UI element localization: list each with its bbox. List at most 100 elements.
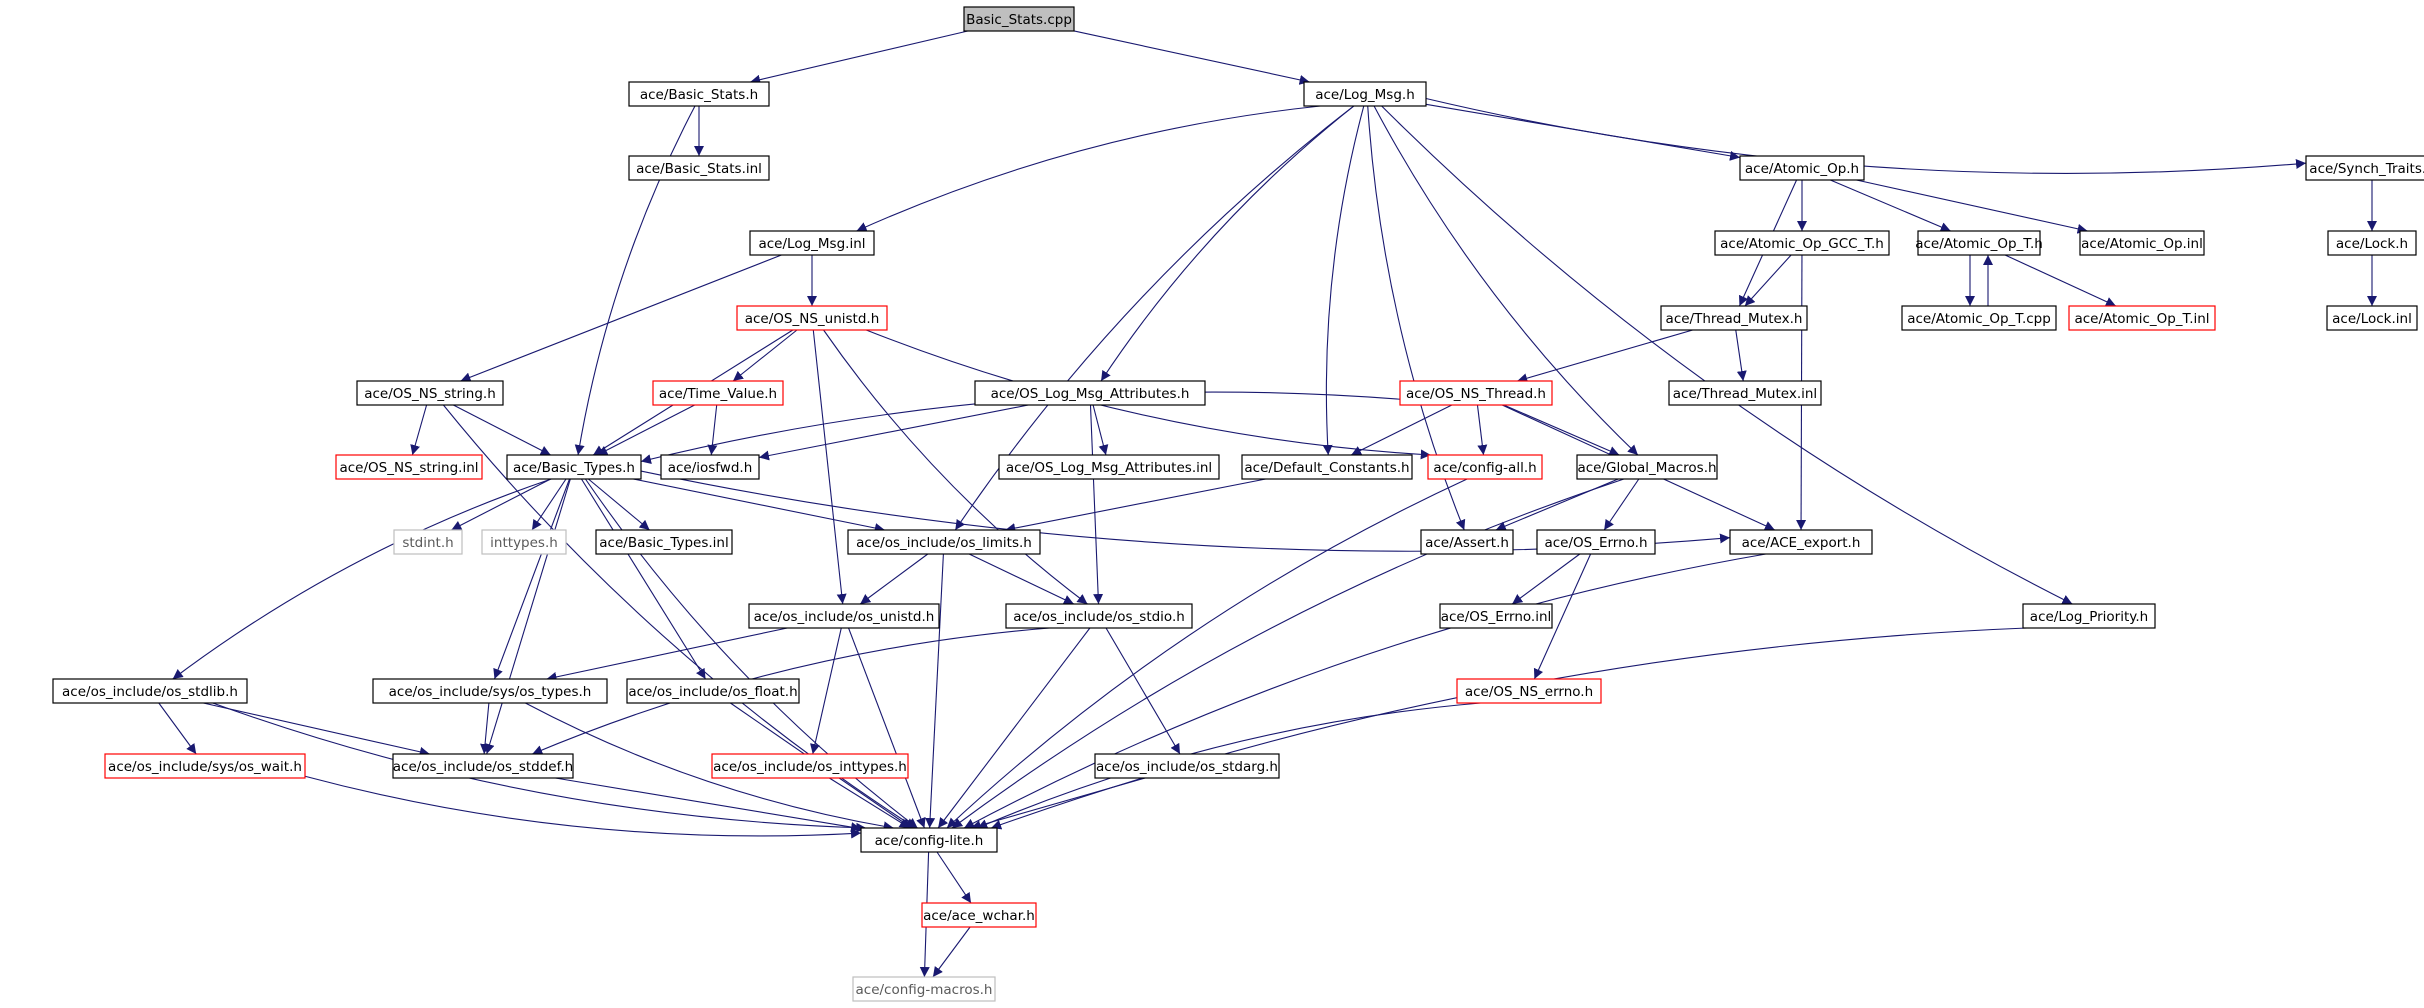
dependency-edge-ace-log-msg-h-to-ace-default-constants-h <box>1322 105 1365 456</box>
graph-node-ace-atomic-op-inl[interactable]: ace/Atomic_Op.inl <box>2079 230 2205 256</box>
node-label: ace/os_include/os_stdio.h <box>1013 609 1185 625</box>
graph-node-ace-lock-inl[interactable]: ace/Lock.inl <box>2326 305 2418 331</box>
dependency-edge-ace-atomic-op-t-h-to-ace-atomic-op-t-inl <box>2004 254 2117 307</box>
node-label: ace/os_include/os_unistd.h <box>754 609 935 625</box>
graph-node-ace-thread-mutex-inl[interactable]: ace/Thread_Mutex.inl <box>1668 380 1822 406</box>
dependency-edge-ace-os-include-os-stdlib-h-to-ace-os-include-os-stddef-h <box>203 702 430 757</box>
node-label: ace/OS_Errno.h <box>1544 535 1647 551</box>
graph-node-ace-os-errno-h[interactable]: ace/OS_Errno.h <box>1536 529 1656 555</box>
dependency-edge-ace-os-ns-unistd-h-to-ace-os-include-os-stdio-h <box>823 329 1088 605</box>
graph-node-ace-os-ns-string-inl[interactable]: ace/OS_NS_string.inl <box>335 454 483 480</box>
graph-node-ace-log-msg-inl[interactable]: ace/Log_Msg.inl <box>749 230 875 256</box>
graph-node-ace-basic-stats-inl[interactable]: ace/Basic_Stats.inl <box>628 155 770 181</box>
graph-node-ace-lock-h[interactable]: ace/Lock.h <box>2327 230 2417 256</box>
node-label: Basic_Stats.cpp <box>966 12 1072 28</box>
graph-node-ace-atomic-op-gcc-t-h[interactable]: ace/Atomic_Op_GCC_T.h <box>1714 230 1890 256</box>
graph-node-ace-os-ns-thread-h[interactable]: ace/OS_NS_Thread.h <box>1399 380 1553 406</box>
graph-node-ace-config-all-h[interactable]: ace/config-all.h <box>1427 454 1543 480</box>
graph-node-ace-atomic-op-h[interactable]: ace/Atomic_Op.h <box>1739 155 1865 181</box>
graph-node-ace-os-include-os-unistd-h[interactable]: ace/os_include/os_unistd.h <box>748 603 940 629</box>
node-box <box>660 454 760 480</box>
graph-node-ace-log-priority-h[interactable]: ace/Log_Priority.h <box>2022 603 2156 629</box>
dependency-edge-ace-ace-wchar-h-to-ace-config-macros-h <box>932 926 971 978</box>
graph-node-ace-ace-wchar-h[interactable]: ace/ace_wchar.h <box>921 902 1037 928</box>
node-box <box>392 753 574 779</box>
node-label: ace/os_include/os_stdlib.h <box>62 684 238 700</box>
graph-node-ace-os-include-os-stdarg-h[interactable]: ace/os_include/os_stdarg.h <box>1094 753 1280 779</box>
node-label: ace/OS_NS_Thread.h <box>1406 386 1546 402</box>
node-box <box>1456 678 1602 704</box>
graph-node-ace-global-macros-h[interactable]: ace/Global_Macros.h <box>1576 454 1718 480</box>
node-box <box>1241 454 1413 480</box>
graph-node-inttypes-h[interactable]: inttypes.h <box>481 529 567 555</box>
dependency-edge-ace-os-ns-thread-h-to-ace-config-all-h <box>1476 404 1488 456</box>
graph-node-ace-os-include-os-stdio-h[interactable]: ace/os_include/os_stdio.h <box>1005 603 1193 629</box>
node-box <box>921 902 1037 928</box>
node-box <box>1094 753 1280 779</box>
dependency-edge-ace-os-include-os-stdlib-h-to-ace-config-lite-h <box>212 702 867 833</box>
dependency-edge-ace-log-priority-h-to-ace-config-lite-h <box>990 627 2027 830</box>
graph-node-ace-os-include-os-stddef-h[interactable]: ace/os_include/os_stddef.h <box>392 753 574 779</box>
node-label: ace/Global_Macros.h <box>1577 460 1716 476</box>
graph-node-ace-config-macros-h[interactable]: ace/config-macros.h <box>852 976 996 1002</box>
graph-node-ace-os-include-os-limits-h[interactable]: ace/os_include/os_limits.h <box>847 529 1041 555</box>
node-box <box>626 678 800 704</box>
graph-node-stdint-h[interactable]: stdint.h <box>393 529 463 555</box>
dependency-edge-ace-basic-types-h-to-ace-os-include-os-stddef-h <box>484 478 571 755</box>
graph-node-ace-iosfwd-h[interactable]: ace/iosfwd.h <box>660 454 760 480</box>
graph-node-ace-default-constants-h[interactable]: ace/Default_Constants.h <box>1241 454 1413 480</box>
dependency-edge-ace-os-include-os-unistd-h-to-ace-os-include-sys-os-types-h <box>546 627 788 682</box>
graph-node-ace-thread-mutex-h[interactable]: ace/Thread_Mutex.h <box>1660 305 1808 331</box>
graph-node-ace-os-include-os-float-h[interactable]: ace/os_include/os_float.h <box>626 678 800 704</box>
node-box <box>998 454 1220 480</box>
dependency-edge-ace-basic-types-h-to-ace-os-include-os-stdlib-h <box>172 478 552 680</box>
graph-node-ace-os-ns-string-h[interactable]: ace/OS_NS_string.h <box>356 380 504 406</box>
graph-node-ace-os-log-msg-attributes-inl[interactable]: ace/OS_Log_Msg_Attributes.inl <box>998 454 1220 480</box>
node-box <box>628 81 770 107</box>
graph-node-ace-basic-types-inl[interactable]: ace/Basic_Types.inl <box>595 529 733 555</box>
dependency-edge-ace-basic-types-h-to-ace-os-include-os-limits-h <box>633 478 885 533</box>
dependency-edge-ace-global-macros-h-to-ace-os-errno-h <box>1603 478 1640 531</box>
node-label: stdint.h <box>402 535 453 551</box>
dependency-edge-ace-basic-types-h-to-stdint-h <box>451 478 551 531</box>
graph-node-ace-ace-export-h[interactable]: ace/ACE_export.h <box>1729 529 1873 555</box>
dependency-edge-ace-os-ns-thread-h-to-ace-default-constants-h <box>1350 404 1453 456</box>
node-box <box>393 529 463 555</box>
graph-node-ace-basic-types-h[interactable]: ace/Basic_Types.h <box>506 454 642 480</box>
graph-node-ace-time-value-h[interactable]: ace/Time_Value.h <box>652 380 784 406</box>
graph-node-ace-atomic-op-t-inl[interactable]: ace/Atomic_Op_T.inl <box>2068 305 2216 331</box>
node-label: ace/Atomic_Op_T.inl <box>2074 311 2209 327</box>
graph-node-ace-assert-h[interactable]: ace/Assert.h <box>1420 529 1514 555</box>
graph-node-ace-os-errno-inl[interactable]: ace/OS_Errno.inl <box>1439 603 1553 629</box>
graph-node-ace-os-include-sys-os-types-h[interactable]: ace/os_include/sys/os_types.h <box>372 678 608 704</box>
node-box <box>2305 155 2424 181</box>
graph-node-ace-synch-traits-h[interactable]: ace/Synch_Traits.h <box>2305 155 2424 181</box>
dependency-edge-ace-os-ns-unistd-h-to-ace-time-value-h <box>732 329 798 382</box>
node-label: ace/ace_wchar.h <box>923 908 1035 924</box>
graph-node-ace-os-ns-errno-h[interactable]: ace/OS_NS_errno.h <box>1456 678 1602 704</box>
node-label: ace/Basic_Types.h <box>513 460 635 476</box>
graph-node-ace-os-include-os-inttypes-h[interactable]: ace/os_include/os_inttypes.h <box>711 753 909 779</box>
graph-node-ace-atomic-op-t-h[interactable]: ace/Atomic_Op_T.h <box>1915 230 2043 256</box>
graph-node-ace-os-ns-unistd-h[interactable]: ace/OS_NS_unistd.h <box>736 305 888 331</box>
dependency-edge-ace-os-include-os-limits-h-to-ace-os-include-os-unistd-h <box>859 553 929 605</box>
node-box <box>1576 454 1718 480</box>
graph-node-ace-atomic-op-t-cpp[interactable]: ace/Atomic_Op_T.cpp <box>1901 305 2057 331</box>
graph-node-ace-config-lite-h[interactable]: ace/config-lite.h <box>860 827 998 853</box>
dependency-edge-ace-thread-mutex-h-to-ace-thread-mutex-inl <box>1735 329 1747 382</box>
node-label: ace/OS_NS_errno.h <box>1465 684 1593 700</box>
graph-node-ace-log-msg-h[interactable]: ace/Log_Msg.h <box>1303 81 1427 107</box>
node-label: ace/Log_Priority.h <box>2030 609 2148 625</box>
node-label: ace/Log_Msg.inl <box>758 236 865 252</box>
graph-node-ace-os-include-sys-os-wait-h[interactable]: ace/os_include/sys/os_wait.h <box>104 753 306 779</box>
graph-node-ace-os-include-os-stdlib-h[interactable]: ace/os_include/os_stdlib.h <box>52 678 248 704</box>
node-box <box>749 230 875 256</box>
node-box <box>372 678 608 704</box>
graph-node-basic-stats-cpp[interactable]: Basic_Stats.cpp <box>963 6 1075 32</box>
graph-node-ace-os-log-msg-attributes-h[interactable]: ace/OS_Log_Msg_Attributes.h <box>974 380 1206 406</box>
node-box <box>104 753 306 779</box>
graph-node-ace-basic-stats-h[interactable]: ace/Basic_Stats.h <box>628 81 770 107</box>
node-box <box>1303 81 1427 107</box>
node-label: ace/os_include/os_limits.h <box>856 535 1032 551</box>
